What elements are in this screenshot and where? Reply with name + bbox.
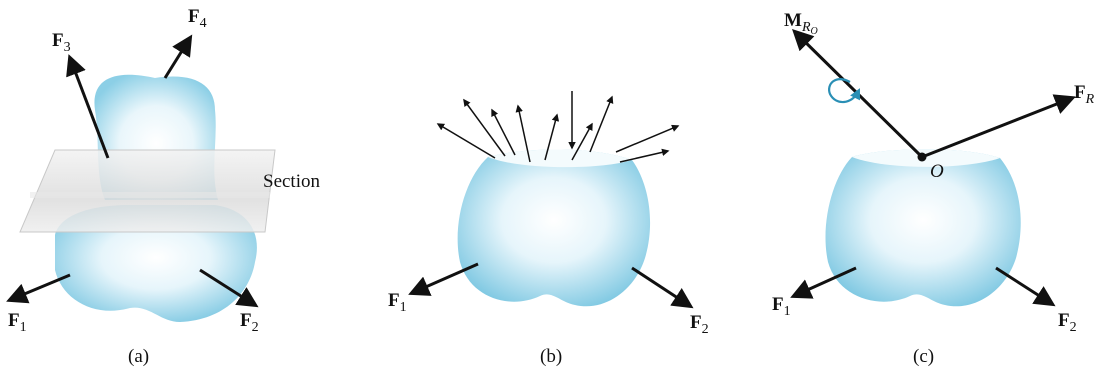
label-f2: F2 [690,312,709,337]
body-cut-part [825,149,1021,307]
label-f4: F4 [188,6,207,31]
label-f1: F1 [8,310,27,335]
panel-c: MRO FR O F1 F2 (c) [772,10,1095,367]
force-arrow-f3 [66,54,110,159]
body-cut-part [457,149,651,307]
force-arrow-f1 [6,273,71,304]
label-f1: F1 [772,294,791,319]
section-plane [19,149,276,233]
caption-c: (c) [913,346,934,367]
label-mro: MRO [784,10,818,37]
force-arrow-f2 [631,266,694,309]
label-fr: FR [1074,82,1095,107]
caption-b: (b) [540,346,562,367]
panel-a: F3 F4 F1 F2 Section (a) [6,6,320,367]
section-label: Section [263,171,320,192]
force-arrow-fr [921,94,1076,159]
distributed-internal-forces [436,91,680,163]
point-o [917,152,927,162]
force-arrow-f1 [408,262,479,296]
force-arrow-f2 [199,268,259,308]
force-arrow-f4 [163,34,193,79]
label-f1: F1 [388,290,407,315]
force-arrow-f2 [995,266,1056,307]
label-f2: F2 [1058,310,1077,335]
caption-a: (a) [128,346,149,367]
moment-vector-mro [792,29,924,159]
moment-curl-icon [828,78,860,104]
label-f2: F2 [240,310,259,335]
label-f3: F3 [52,30,71,55]
force-arrow-f1 [790,266,857,299]
body-lower-part [55,205,257,322]
panel-b: F1 F2 (b) [388,91,709,367]
label-point-o: O [930,161,944,182]
